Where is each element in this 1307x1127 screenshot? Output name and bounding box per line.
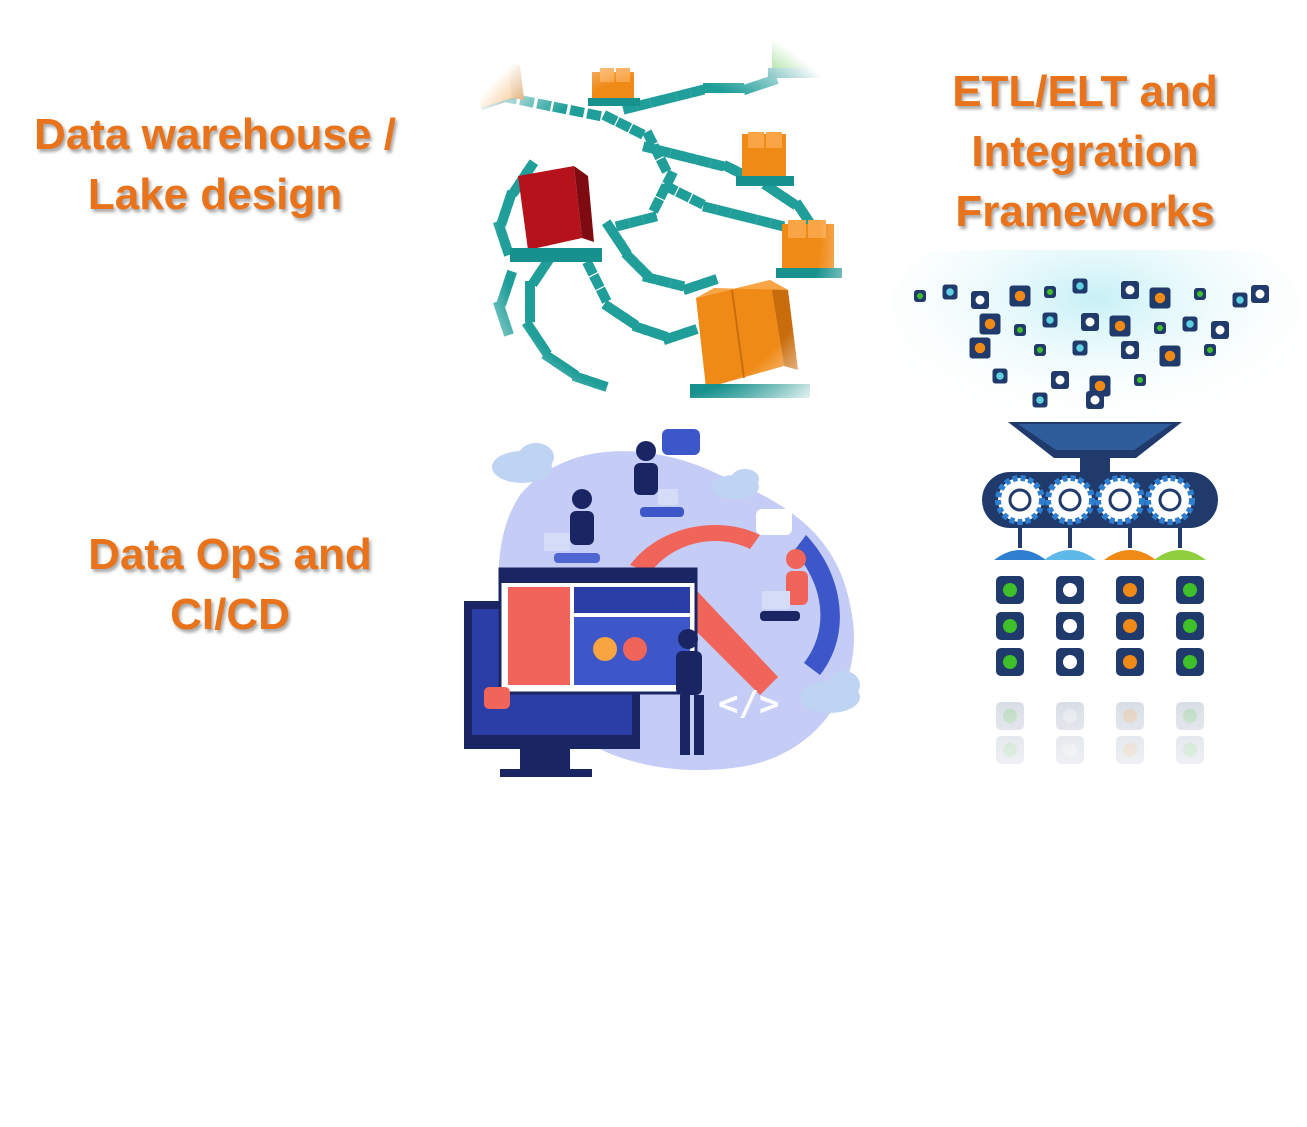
output-icon-glyph xyxy=(1123,619,1137,633)
label-etl-elt-line2: Integration xyxy=(971,127,1199,176)
output-icon-glyph xyxy=(1003,619,1017,633)
devops-team-icon: </> xyxy=(464,429,860,777)
data-square-glyph xyxy=(1236,296,1244,304)
gear-hub xyxy=(1058,488,1082,512)
label-data-ops: Data Ops and CI/CD xyxy=(60,525,400,645)
lamp-stem xyxy=(1018,528,1022,548)
person-on-screen xyxy=(544,489,600,563)
cloud-icons xyxy=(492,443,860,713)
label-data-warehouse-line1: Data warehouse / xyxy=(34,110,396,159)
output-icon-glyph xyxy=(1183,583,1197,597)
data-square-glyph xyxy=(1047,289,1053,295)
output-icon-glyph xyxy=(1123,655,1137,669)
lamp-shade xyxy=(1104,550,1156,560)
person-on-arrow xyxy=(634,429,700,517)
person-with-laptop xyxy=(756,509,808,621)
output-icon-glyph xyxy=(1003,655,1017,669)
data-square-glyph xyxy=(1255,289,1265,299)
data-square-glyph xyxy=(996,372,1004,380)
data-square-glyph xyxy=(1094,380,1106,392)
label-data-ops-line2: CI/CD xyxy=(170,590,290,639)
label-etl-elt-line1: ETL/ELT and xyxy=(952,67,1218,116)
data-square-glyph xyxy=(1207,347,1213,353)
output-icon-glyph xyxy=(1003,583,1017,597)
data-square-glyph xyxy=(946,288,954,296)
data-square-glyph xyxy=(1164,350,1176,362)
data-square-glyph xyxy=(1014,290,1026,302)
output-icon-glyph xyxy=(1063,619,1077,633)
gear-hub xyxy=(1158,488,1182,512)
output-icon-glyph xyxy=(1123,583,1137,597)
lamp-shade xyxy=(1044,550,1096,560)
data-square-glyph xyxy=(1076,282,1084,290)
data-square-glyph xyxy=(975,295,985,305)
label-data-warehouse-line2: Lake design xyxy=(87,170,343,219)
data-square-glyph xyxy=(1037,347,1043,353)
data-square-glyph xyxy=(1125,285,1135,295)
data-square-glyph xyxy=(1114,320,1126,332)
data-square-glyph xyxy=(1017,327,1023,333)
output-icon-glyph xyxy=(1183,619,1197,633)
output-icon-glyph xyxy=(1183,655,1197,669)
gear-icons xyxy=(995,475,1195,525)
lamp-stem xyxy=(1178,528,1182,548)
data-square-glyph xyxy=(1090,395,1100,405)
person-standing xyxy=(676,629,704,755)
label-data-ops-line1: Data Ops and xyxy=(88,530,372,579)
data-square-glyph xyxy=(1186,320,1194,328)
output-icon-glyph xyxy=(1063,583,1077,597)
data-square-glyph xyxy=(974,342,986,354)
lamp-stem xyxy=(1128,528,1132,548)
data-square-glyph xyxy=(1137,377,1143,383)
data-square-glyph xyxy=(1055,375,1065,385)
data-square-glyph xyxy=(1085,317,1095,327)
data-square-glyph xyxy=(1036,396,1044,404)
chat-bubble-icon xyxy=(484,687,510,709)
data-blocks-network-icon xyxy=(470,28,850,408)
data-square-glyph xyxy=(1157,325,1163,331)
gear-conveyor xyxy=(982,472,1218,528)
data-square-glyph xyxy=(1215,325,1225,335)
lamp-stem xyxy=(1068,528,1072,548)
code-symbol: </> xyxy=(718,684,779,724)
funnel-icon xyxy=(1008,422,1182,478)
output-icon-glyph xyxy=(1063,655,1077,669)
label-data-warehouse: Data warehouse / Lake design xyxy=(20,105,410,225)
output-lamps xyxy=(994,528,1206,560)
data-square-glyph xyxy=(1125,345,1135,355)
data-square-glyph xyxy=(1197,291,1203,297)
data-cloud-icons xyxy=(914,278,1269,409)
data-square-glyph xyxy=(1154,292,1166,304)
cycle-arrow-blue xyxy=(794,535,840,675)
label-etl-elt-line3: Frameworks xyxy=(955,187,1215,236)
label-etl-elt: ETL/ELT and Integration Frameworks xyxy=(935,62,1235,242)
dashboard-screen xyxy=(498,567,698,695)
lamp-shade xyxy=(994,550,1046,560)
data-square-glyph xyxy=(1076,344,1084,352)
gear-hub xyxy=(1008,488,1032,512)
gear-hub xyxy=(1108,488,1132,512)
cycle-arrow xyxy=(630,525,760,573)
data-square-glyph xyxy=(984,318,996,330)
lamp-shade xyxy=(1154,550,1206,560)
data-square-glyph xyxy=(1046,316,1054,324)
data-square-glyph xyxy=(917,293,923,299)
data-funnel-gears-icon xyxy=(890,250,1300,810)
